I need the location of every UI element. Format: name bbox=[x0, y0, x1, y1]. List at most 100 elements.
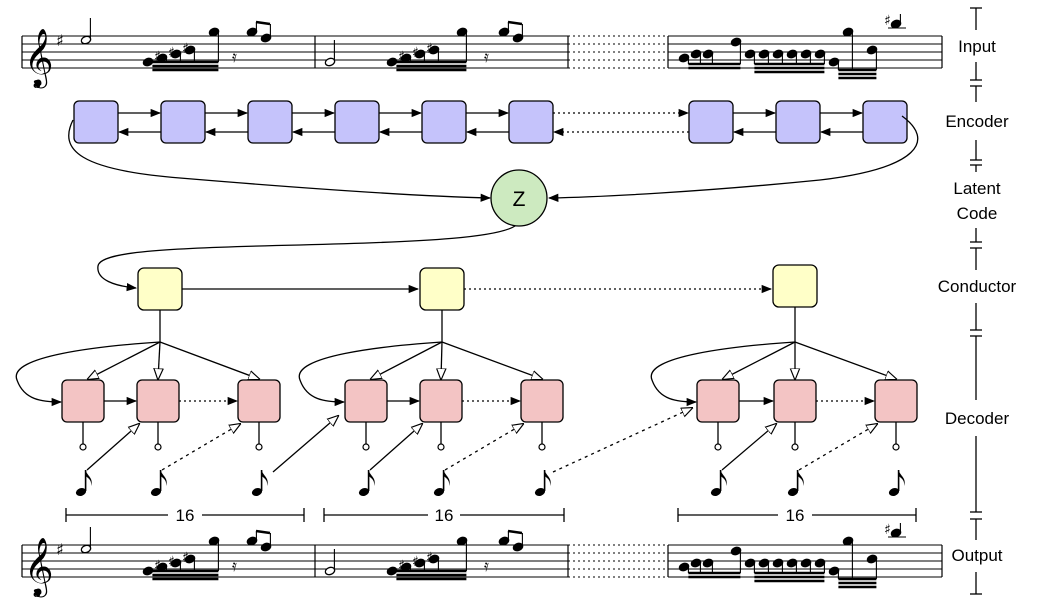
note-head bbox=[702, 49, 714, 64]
note-head bbox=[786, 558, 798, 573]
conductor-node-2 bbox=[419, 267, 465, 311]
sharp-icon: ♯ bbox=[412, 45, 419, 61]
sharp-icon: ♯ bbox=[398, 49, 405, 65]
rest-icon: 𝄿 bbox=[484, 47, 489, 66]
conductor-loop-arrow bbox=[298, 341, 443, 407]
eighth-note-icon bbox=[787, 470, 804, 496]
note-feedback-arrow bbox=[86, 424, 139, 471]
note-head bbox=[184, 45, 196, 62]
conductor-node-1 bbox=[137, 267, 183, 311]
conductor-to-decoder-arrow bbox=[723, 341, 796, 379]
conductor-to-decoder-arrow bbox=[794, 341, 896, 379]
beam bbox=[255, 20, 271, 26]
encoder-node-2 bbox=[160, 100, 206, 144]
conductor-loop-arrow bbox=[650, 341, 796, 407]
note-head bbox=[828, 566, 840, 579]
eighth-note-icon bbox=[251, 470, 268, 496]
sharp-icon: ♯ bbox=[168, 45, 175, 61]
note-head bbox=[890, 523, 902, 538]
output-staff: 𝄞8♯♯♯♯𝄿♯♯♯𝄿♯ bbox=[21, 522, 943, 600]
eighth-note-icon bbox=[358, 470, 375, 496]
note-feedback-arrow-dotted bbox=[161, 424, 240, 471]
note-head bbox=[866, 554, 878, 579]
note-head bbox=[386, 57, 398, 67]
decoder-output-terminal bbox=[255, 443, 263, 451]
encoder-node-8 bbox=[775, 100, 821, 144]
note-head bbox=[512, 533, 524, 552]
note-head bbox=[208, 27, 220, 62]
sharp-icon: ♯ bbox=[884, 522, 891, 538]
note-head bbox=[414, 558, 426, 571]
label-conductor: Conductor bbox=[938, 277, 1017, 296]
note-head bbox=[842, 27, 854, 70]
encoder-chain bbox=[73, 100, 908, 144]
conductor-to-decoder-arrow bbox=[159, 341, 259, 379]
eighth-note-icon bbox=[710, 470, 727, 496]
conductor-loop-arrow bbox=[15, 341, 161, 407]
note-head bbox=[324, 40, 336, 67]
note-head bbox=[890, 14, 902, 29]
decoder-group-2 bbox=[298, 310, 564, 496]
decoder-output-terminal bbox=[437, 443, 445, 451]
note-head bbox=[814, 49, 826, 64]
eighth-note-icon bbox=[433, 470, 450, 496]
note-head bbox=[678, 53, 690, 64]
note-feedback-arrow bbox=[369, 424, 422, 471]
note-head bbox=[142, 566, 154, 576]
eighth-note-icon bbox=[534, 470, 551, 496]
note-head bbox=[772, 558, 784, 573]
measure-brackets bbox=[65, 508, 917, 522]
encoder-node-3 bbox=[247, 100, 293, 144]
note-head bbox=[246, 22, 258, 37]
decoder-output-terminal bbox=[538, 443, 546, 451]
decoder-output-terminal bbox=[791, 443, 799, 451]
sharp-icon: ♯ bbox=[56, 31, 64, 50]
note-head bbox=[690, 558, 702, 573]
note-head bbox=[456, 536, 468, 571]
note-head bbox=[758, 49, 770, 64]
conductor-to-decoder-arrow bbox=[158, 341, 160, 379]
note-feedback-arrow-dotted bbox=[798, 424, 877, 471]
note-head bbox=[690, 49, 702, 64]
eighth-note-icon bbox=[75, 470, 92, 496]
encoder-node-7 bbox=[688, 100, 734, 144]
note-head bbox=[170, 558, 182, 571]
clef-octave-label: 8 bbox=[33, 78, 41, 91]
decoder-output-terminal bbox=[154, 443, 162, 451]
decoder-node bbox=[237, 379, 281, 423]
label-input: Input bbox=[958, 37, 996, 56]
treble-clef-icon: 𝄞 bbox=[24, 28, 54, 89]
beam bbox=[507, 529, 523, 535]
encoder-node-4 bbox=[334, 100, 380, 144]
note-head bbox=[260, 533, 272, 552]
decoder-node bbox=[136, 379, 180, 423]
rest-icon: 𝄿 bbox=[232, 556, 237, 575]
encoder-node-1 bbox=[73, 100, 119, 144]
note-head bbox=[386, 566, 398, 576]
decoder-group-1 bbox=[15, 310, 281, 496]
note-head bbox=[498, 22, 510, 37]
sharp-icon: ♯ bbox=[412, 554, 419, 570]
sharp-icon: ♯ bbox=[398, 558, 405, 574]
latent-connections bbox=[68, 115, 919, 292]
decoder-output-terminal bbox=[79, 443, 87, 451]
measure-label-2: 16 bbox=[435, 506, 454, 525]
note-head bbox=[456, 27, 468, 62]
note-head bbox=[260, 24, 272, 43]
conductor-to-decoder-arrow bbox=[441, 341, 442, 379]
note-head bbox=[758, 558, 770, 573]
eighth-note-icon bbox=[150, 470, 167, 496]
conductor-node-3 bbox=[772, 264, 818, 308]
label-encoder: Encoder bbox=[945, 112, 1009, 131]
note-head bbox=[184, 554, 196, 571]
note-head bbox=[80, 18, 92, 45]
label-output: Output bbox=[951, 546, 1002, 565]
note-head bbox=[414, 49, 426, 62]
note-head bbox=[800, 558, 812, 573]
sharp-icon: ♯ bbox=[182, 550, 189, 566]
clef-octave-label: 8 bbox=[33, 587, 41, 600]
note-head bbox=[744, 49, 756, 64]
note-head bbox=[702, 558, 714, 573]
note-head bbox=[730, 546, 742, 573]
